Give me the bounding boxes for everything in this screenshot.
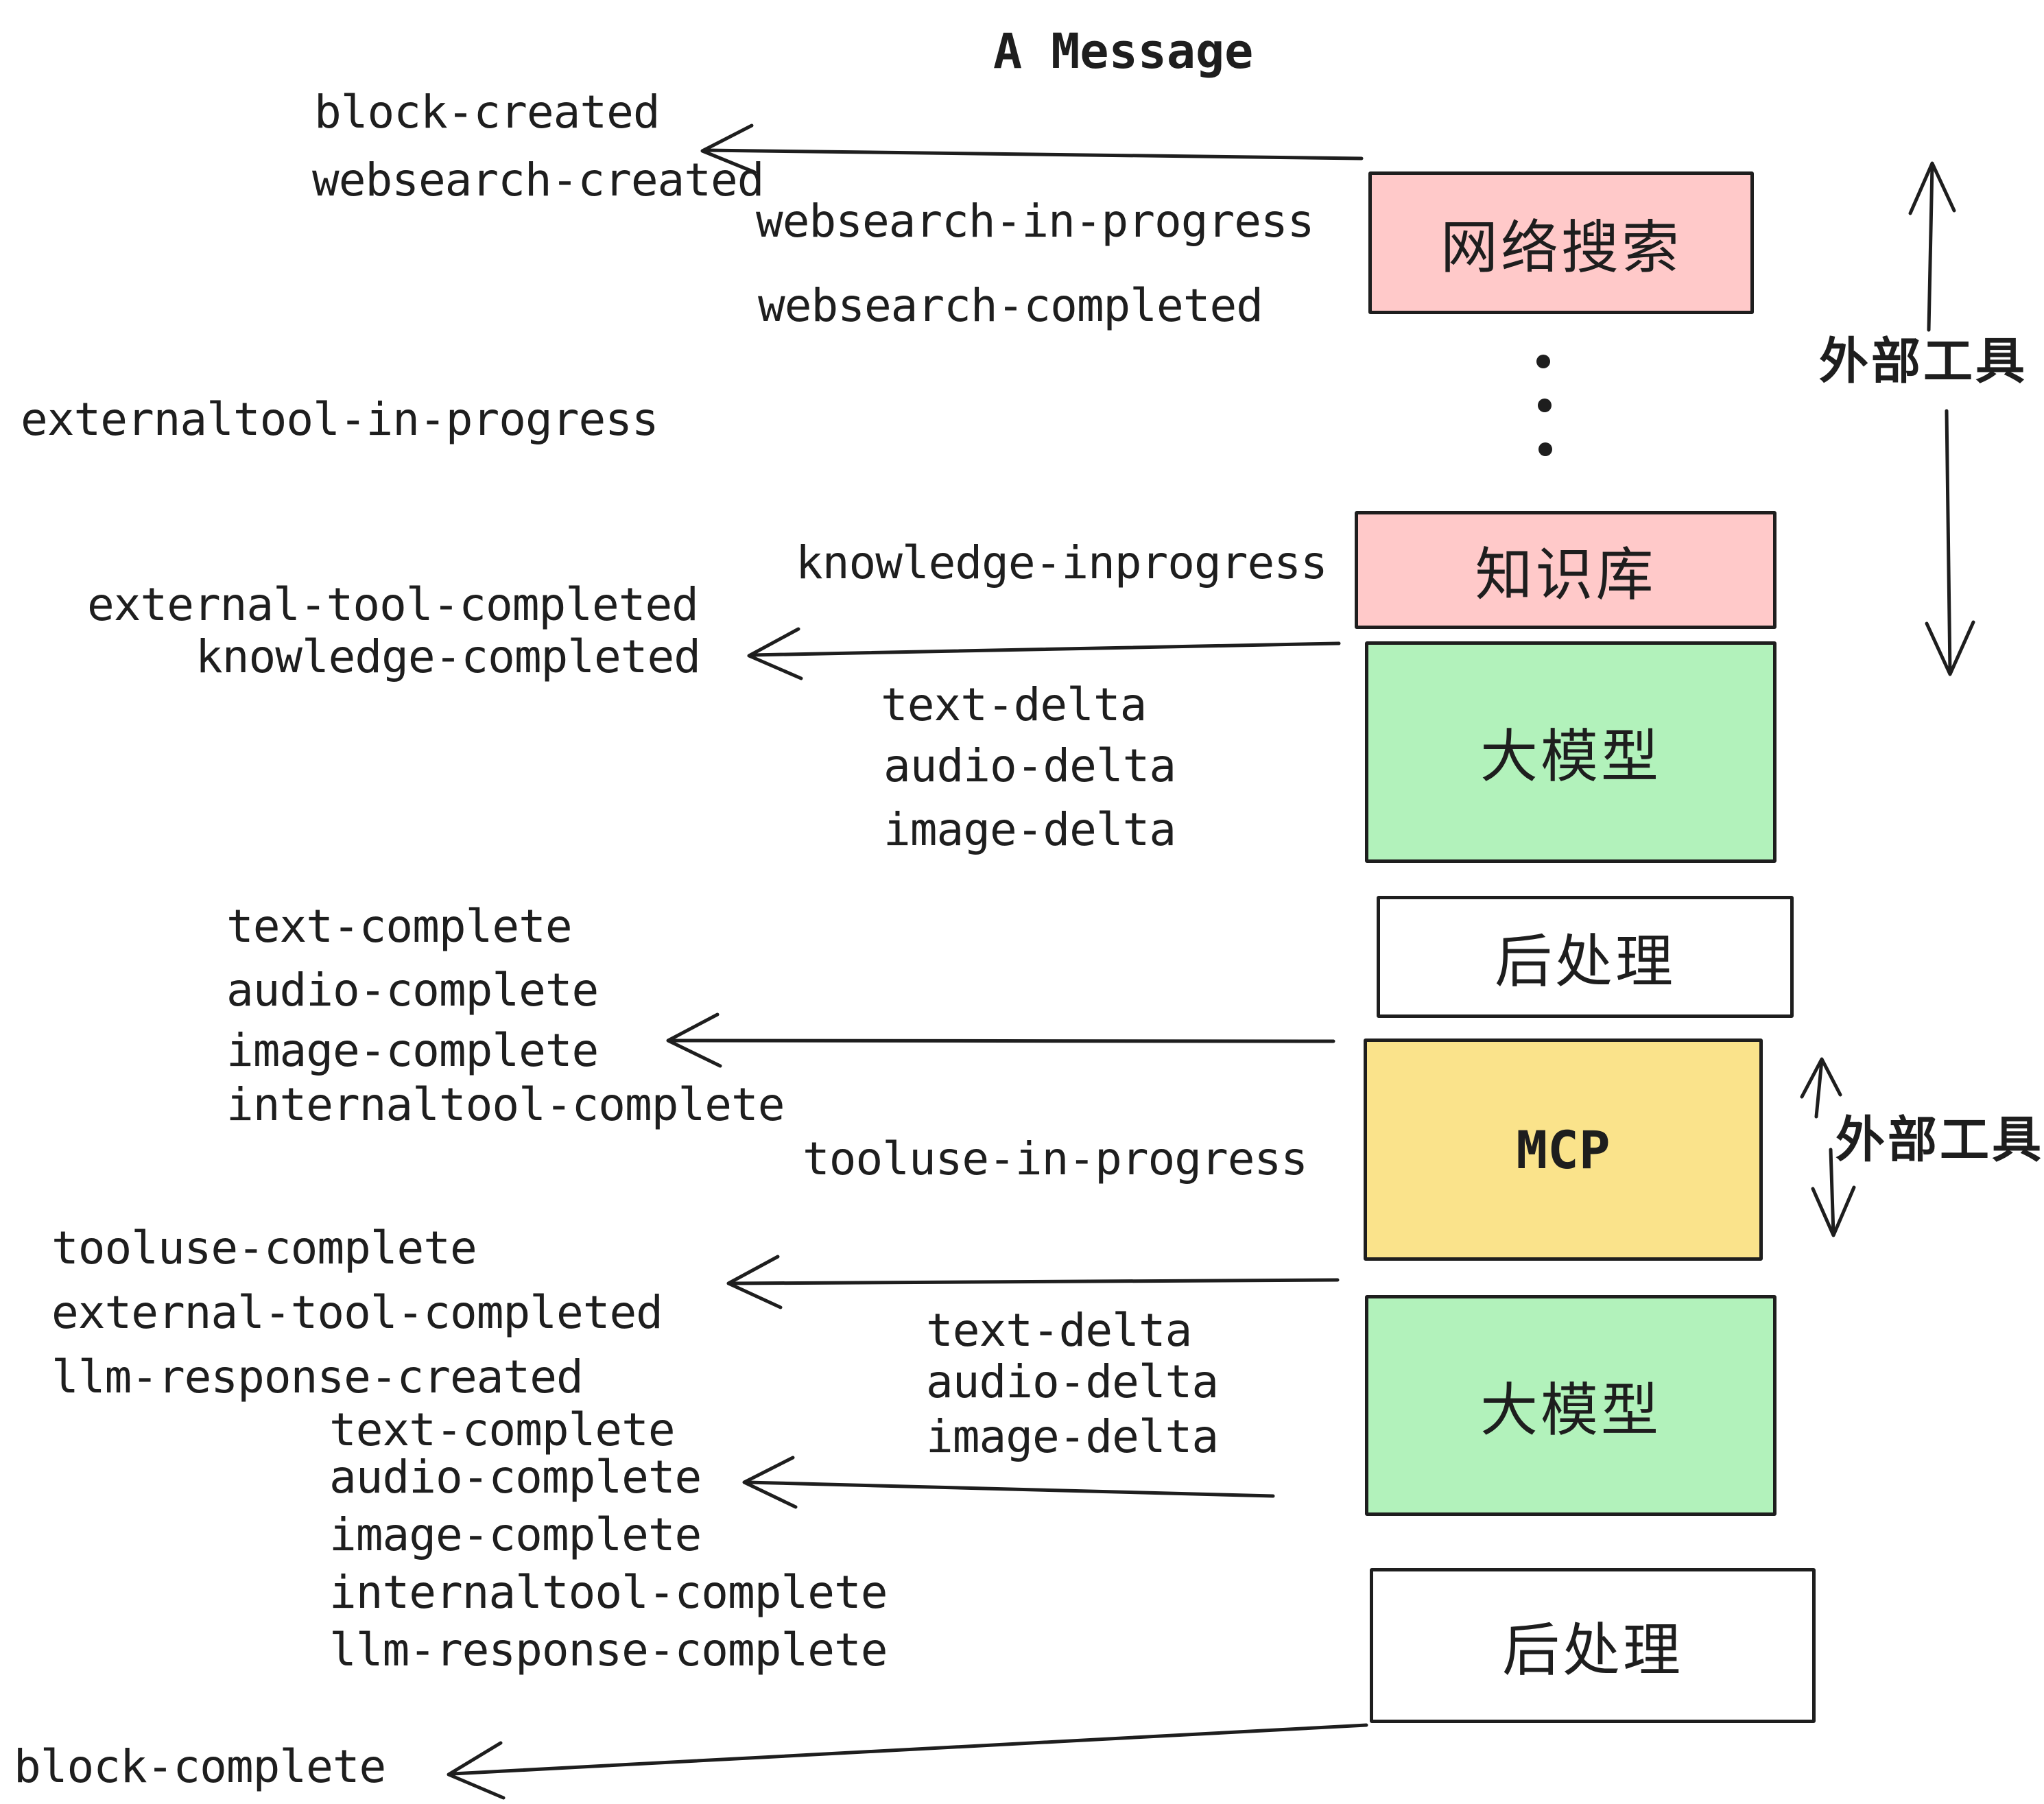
box-mcp-label: MCP	[1516, 1119, 1611, 1180]
arrow-to-block-created	[700, 123, 1364, 174]
event-block-created: block-created	[314, 86, 661, 139]
box-post-process-1-label: 后处理	[1494, 929, 1676, 994]
box-post-process-2: 后处理	[1370, 1568, 1816, 1723]
box-knowledge-label: 知识库	[1475, 542, 1656, 607]
event-websearch-created: websearch-created	[312, 154, 765, 206]
event-image-delta-1: image-delta	[883, 803, 1176, 856]
box-llm-2: 大模型	[1365, 1295, 1776, 1516]
event-llm-response-created: llm-response-created	[51, 1351, 584, 1403]
event-internaltool-complete-2: internaltool-complete	[329, 1566, 888, 1619]
event-internaltool-complete-1: internaltool-complete	[226, 1078, 785, 1131]
event-audio-complete-1: audio-complete	[226, 964, 599, 1017]
arrow-to-block-complete	[447, 1723, 1368, 1800]
event-knowledge-inprogress: knowledge-inprogress	[796, 536, 1328, 589]
arrow-to-audio-complete	[742, 1456, 1275, 1509]
vertical-ellipsis-dots	[1536, 355, 1552, 456]
event-tooluse-complete: tooluse-complete	[51, 1222, 477, 1274]
event-text-delta-1: text-delta	[881, 678, 1147, 731]
box-websearch-label: 网络搜索	[1440, 215, 1682, 280]
box-websearch: 网络搜索	[1368, 171, 1754, 314]
arrow-to-tooluse-complete	[726, 1255, 1340, 1309]
event-block-complete: block-complete	[14, 1740, 386, 1793]
event-external-tool-completed-1: external-tool-completed	[87, 578, 699, 631]
event-audio-delta-2: audio-delta	[926, 1355, 1219, 1408]
box-knowledge: 知识库	[1355, 511, 1776, 629]
event-audio-delta-1: audio-delta	[883, 739, 1176, 792]
external-tools-top-label: 外部工具	[1819, 334, 2028, 390]
event-image-complete-2: image-complete	[329, 1508, 702, 1561]
box-post-process-1: 后处理	[1377, 896, 1794, 1018]
event-image-complete-1: image-complete	[226, 1024, 599, 1077]
event-text-complete-2: text-complete	[329, 1403, 676, 1456]
event-knowledge-completed: knowledge-completed	[195, 630, 701, 683]
arrow-to-knowledge-completed	[747, 627, 1341, 680]
event-externaltool-in-progress: externaltool-in-progress	[21, 393, 659, 446]
event-llm-response-complete: llm-response-complete	[329, 1624, 888, 1676]
event-text-delta-2: text-delta	[926, 1304, 1192, 1357]
external-tools-mcp-up-arrow	[1800, 1057, 1842, 1119]
box-llm-2-label: 大模型	[1479, 1377, 1661, 1443]
external-tools-mcp-label: 外部工具	[1835, 1113, 2044, 1168]
external-tools-top-up-arrow	[1908, 161, 1956, 332]
event-text-complete-1: text-complete	[226, 900, 573, 953]
box-mcp: MCP	[1364, 1039, 1763, 1261]
event-tooluse-in-progress: tooluse-in-progress	[803, 1132, 1308, 1185]
event-websearch-in-progress: websearch-in-progress	[756, 195, 1314, 248]
event-websearch-completed: websearch-completed	[758, 279, 1263, 332]
box-post-process-2-label: 后处理	[1501, 1617, 1683, 1683]
external-tools-top-down-arrow	[1925, 409, 1975, 676]
page-title: A Message	[993, 23, 1254, 80]
box-llm-1-label: 大模型	[1479, 724, 1661, 789]
event-image-delta-2: image-delta	[926, 1410, 1219, 1463]
event-audio-complete-2: audio-complete	[329, 1451, 702, 1504]
event-external-tool-completed-2: external-tool-completed	[51, 1286, 663, 1339]
box-llm-1: 大模型	[1365, 641, 1776, 863]
arrow-to-image-complete	[666, 1012, 1335, 1068]
